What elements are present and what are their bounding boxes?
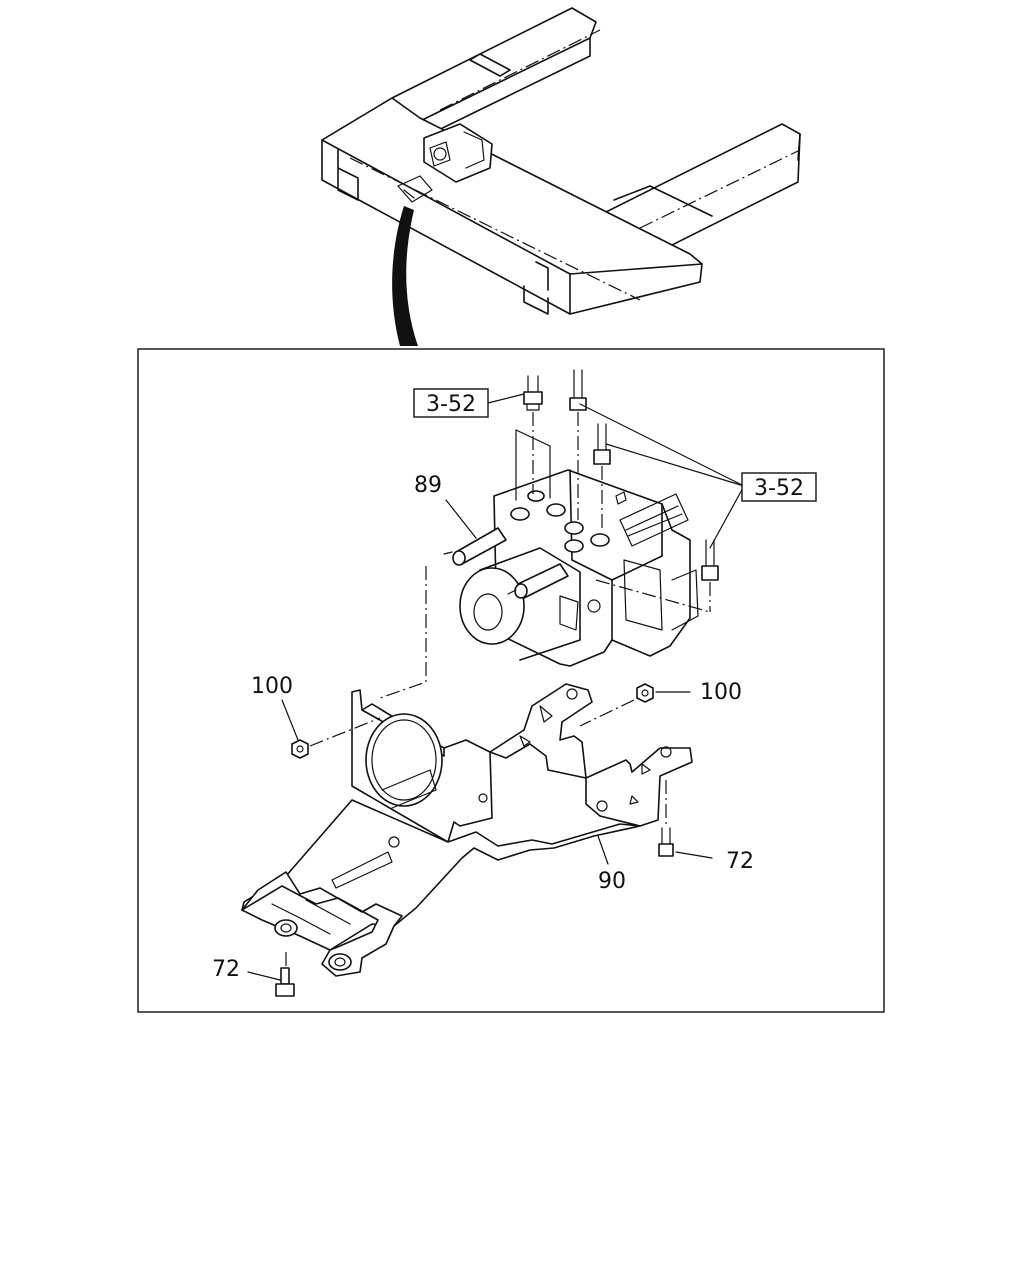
part-label-90: 90 (598, 869, 626, 894)
ref-box-right (741, 472, 817, 502)
part-label-100-right: 100 (700, 680, 742, 705)
bolts-3-52 (379, 369, 719, 699)
detail-leader-arrow (392, 206, 418, 346)
nuts-100 (291, 683, 654, 759)
ref-box-top-left (413, 388, 489, 418)
ref-label-top-left: 3-52 (426, 392, 476, 417)
leader-lines (247, 393, 745, 981)
callout-labels: 3-52 3-52 89 100 100 90 72 72 (212, 388, 817, 982)
part-label-100-left: 100 (251, 674, 293, 699)
abs-hydraulic-unit (443, 429, 699, 667)
part-label-72-right: 72 (726, 849, 754, 874)
mounting-bracket (241, 683, 693, 977)
abs-unit-location-mini (397, 123, 493, 203)
part-label-72-left: 72 (212, 957, 240, 982)
part-label-89: 89 (414, 473, 442, 498)
detail-view-frame (137, 348, 885, 1013)
frame-overview (321, 7, 801, 346)
bolts-72 (275, 780, 674, 997)
ref-label-right: 3-52 (754, 476, 804, 501)
